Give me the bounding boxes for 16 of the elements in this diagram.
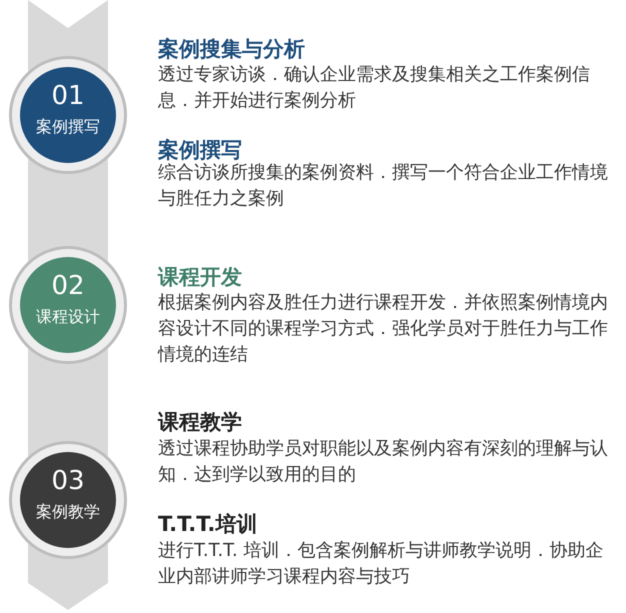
- description-text: 综合访谈所搜集的案例资料．撰写一个符合企业工作情境与胜任力之案例: [158, 161, 608, 211]
- section-heading: 课程教学: [158, 409, 242, 436]
- description-text: 根据案例内容及胜任力进行课程开发．并依照案例情境内容设计不同的课程学习方式．强化学员对于胜任力与工作情境的连结: [158, 291, 608, 367]
- description-text: 透过课程协助学员对职能以及案例内容有深刻的理解与认知．达到学以致用的目的: [158, 437, 608, 487]
- section-heading: 课程开发: [158, 264, 242, 291]
- step-number: 03: [50, 466, 86, 496]
- step-title: 课程设计: [35, 307, 101, 328]
- step-title: 案例教学: [35, 502, 101, 523]
- step-number: 01: [50, 81, 86, 111]
- description-text: 进行T.T.T. 培训．包含案例解析与讲师教学说明．协助企业内部讲师学习课程内容与技巧: [158, 539, 604, 589]
- description-text: 透过专家访谈．确认企业需求及搜集相关之工作案例信息．并开始进行案例分析: [158, 63, 591, 113]
- section-heading: 案例搜集与分析: [158, 36, 305, 63]
- step-number: 02: [50, 271, 86, 301]
- section-heading: T.T.T.培训: [158, 511, 258, 538]
- section-heading: 案例撰写: [158, 137, 242, 162]
- step-title: 案例撰写: [35, 117, 101, 138]
